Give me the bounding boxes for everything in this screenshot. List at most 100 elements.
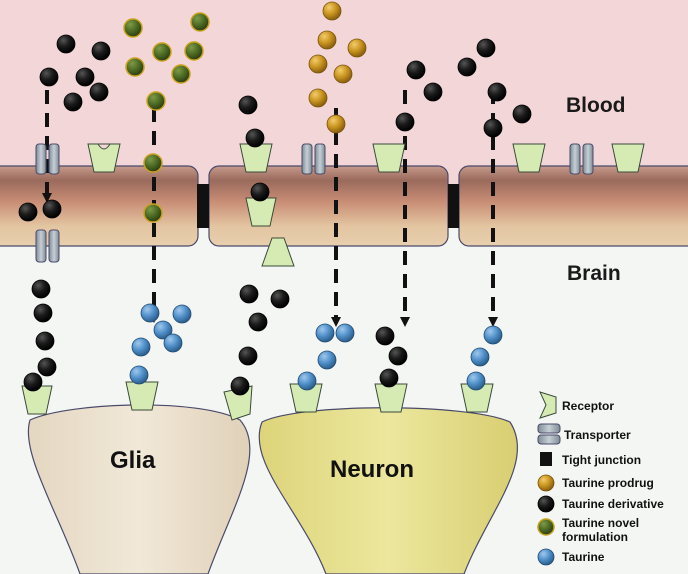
taurine (466, 371, 486, 391)
legend-item-novel-formulation: Taurine novel formulation (537, 516, 639, 544)
transporter (35, 143, 60, 175)
taurine-prodrug (317, 30, 337, 50)
taurine (317, 350, 337, 370)
taurine-derivative (395, 112, 415, 132)
taurine-novel-formulation (123, 18, 143, 38)
taurine (163, 333, 183, 353)
blood-label: Blood (566, 94, 625, 117)
prodrug-molecules (308, 1, 367, 134)
transporter (569, 143, 594, 175)
tight-junction (448, 184, 459, 228)
taurine (315, 323, 335, 343)
taurine-prodrug (308, 88, 328, 108)
taurine-novel-formulation (171, 64, 191, 84)
taurine-derivative (238, 346, 258, 366)
taurine-derivative (388, 346, 408, 366)
taurine-derivative (91, 41, 111, 61)
taurine-novel-formulation (184, 41, 204, 61)
legend-label: Taurine prodrug (562, 476, 654, 490)
derivative-molecules (18, 34, 532, 396)
legend: Receptor Transporter Tight junction Taur… (537, 391, 664, 566)
endothelial-layer (0, 165, 688, 247)
taurine-novel-formulation (143, 203, 163, 223)
taurine-derivative (483, 118, 503, 138)
derivative-icon (537, 495, 555, 513)
legend-label: Tight junction (562, 453, 641, 467)
taurine-derivative (245, 128, 265, 148)
taurine (470, 347, 490, 367)
neuron-cell (258, 407, 519, 574)
taurine-novel-formulation (146, 91, 166, 111)
receptor (239, 143, 273, 173)
taurine (297, 371, 317, 391)
taurine (131, 337, 151, 357)
taurine (140, 303, 160, 323)
taurine (153, 320, 173, 340)
taurine-derivative (89, 82, 109, 102)
taurine-novel-formulation (152, 42, 172, 62)
legend-label: formulation (562, 530, 628, 544)
glia-label: Glia (110, 447, 156, 474)
legend-item-prodrug: Taurine prodrug (537, 474, 654, 492)
taurine-derivative (37, 357, 57, 377)
prodrug-icon (537, 474, 555, 492)
legend-label: Taurine (562, 550, 605, 564)
legend-label: Transporter (564, 428, 631, 442)
legend-item-tight-junction: Tight junction (540, 452, 641, 467)
receptor (21, 385, 53, 415)
transporter (301, 143, 326, 175)
taurine-novel-formulation (190, 12, 210, 32)
taurine (483, 325, 503, 345)
neuron-label: Neuron (330, 456, 414, 483)
receptor (512, 143, 546, 173)
taurine-derivative (39, 67, 59, 87)
legend-item-taurine: Taurine (537, 548, 605, 566)
tight-junction-icon (540, 452, 552, 466)
taurine-icon (537, 548, 555, 566)
receptor (611, 143, 645, 173)
taurine-derivative (75, 67, 95, 87)
transporter-icon (537, 423, 561, 445)
receptors (21, 143, 645, 421)
taurine-molecules (129, 303, 503, 391)
taurine-prodrug (347, 38, 367, 58)
endothelial-cell-middle (208, 165, 449, 247)
taurine-derivative (250, 182, 270, 202)
legend-label: Taurine novel (562, 516, 639, 530)
legend-label: Receptor (562, 399, 614, 413)
taurine-derivative (457, 57, 477, 77)
novel-formulation-icon (537, 518, 555, 536)
taurine-derivative (423, 82, 443, 102)
taurine-prodrug (308, 54, 328, 74)
taurine-derivative (239, 284, 259, 304)
brain-label: Brain (567, 262, 621, 285)
taurine (172, 304, 192, 324)
taurine-derivative (375, 326, 395, 346)
legend-item-receptor: Receptor (539, 391, 614, 419)
taurine-novel-formulation (125, 57, 145, 77)
legend-label: Taurine derivative (562, 497, 664, 511)
taurine-derivative (23, 372, 43, 392)
taurine-prodrug (326, 114, 346, 134)
tight-junction (197, 184, 209, 228)
taurine-derivative (230, 376, 250, 396)
taurine-derivative (35, 331, 55, 351)
taurine-derivative (248, 312, 268, 332)
taurine-derivative (63, 92, 83, 112)
taurine (129, 365, 149, 385)
taurine (335, 323, 355, 343)
receptor (87, 143, 121, 173)
novel-formulation-molecules (123, 12, 210, 223)
taurine-derivative (33, 303, 53, 323)
taurine-derivative (487, 82, 507, 102)
receptor (372, 143, 406, 173)
receptor (374, 383, 408, 413)
receptor (125, 381, 159, 411)
receptor-icon (539, 391, 557, 419)
transporter (35, 229, 60, 263)
taurine-novel-formulation (143, 153, 163, 173)
receptor (261, 237, 295, 267)
taurine-derivative (18, 202, 38, 222)
legend-item-derivative: Taurine derivative (537, 495, 664, 513)
